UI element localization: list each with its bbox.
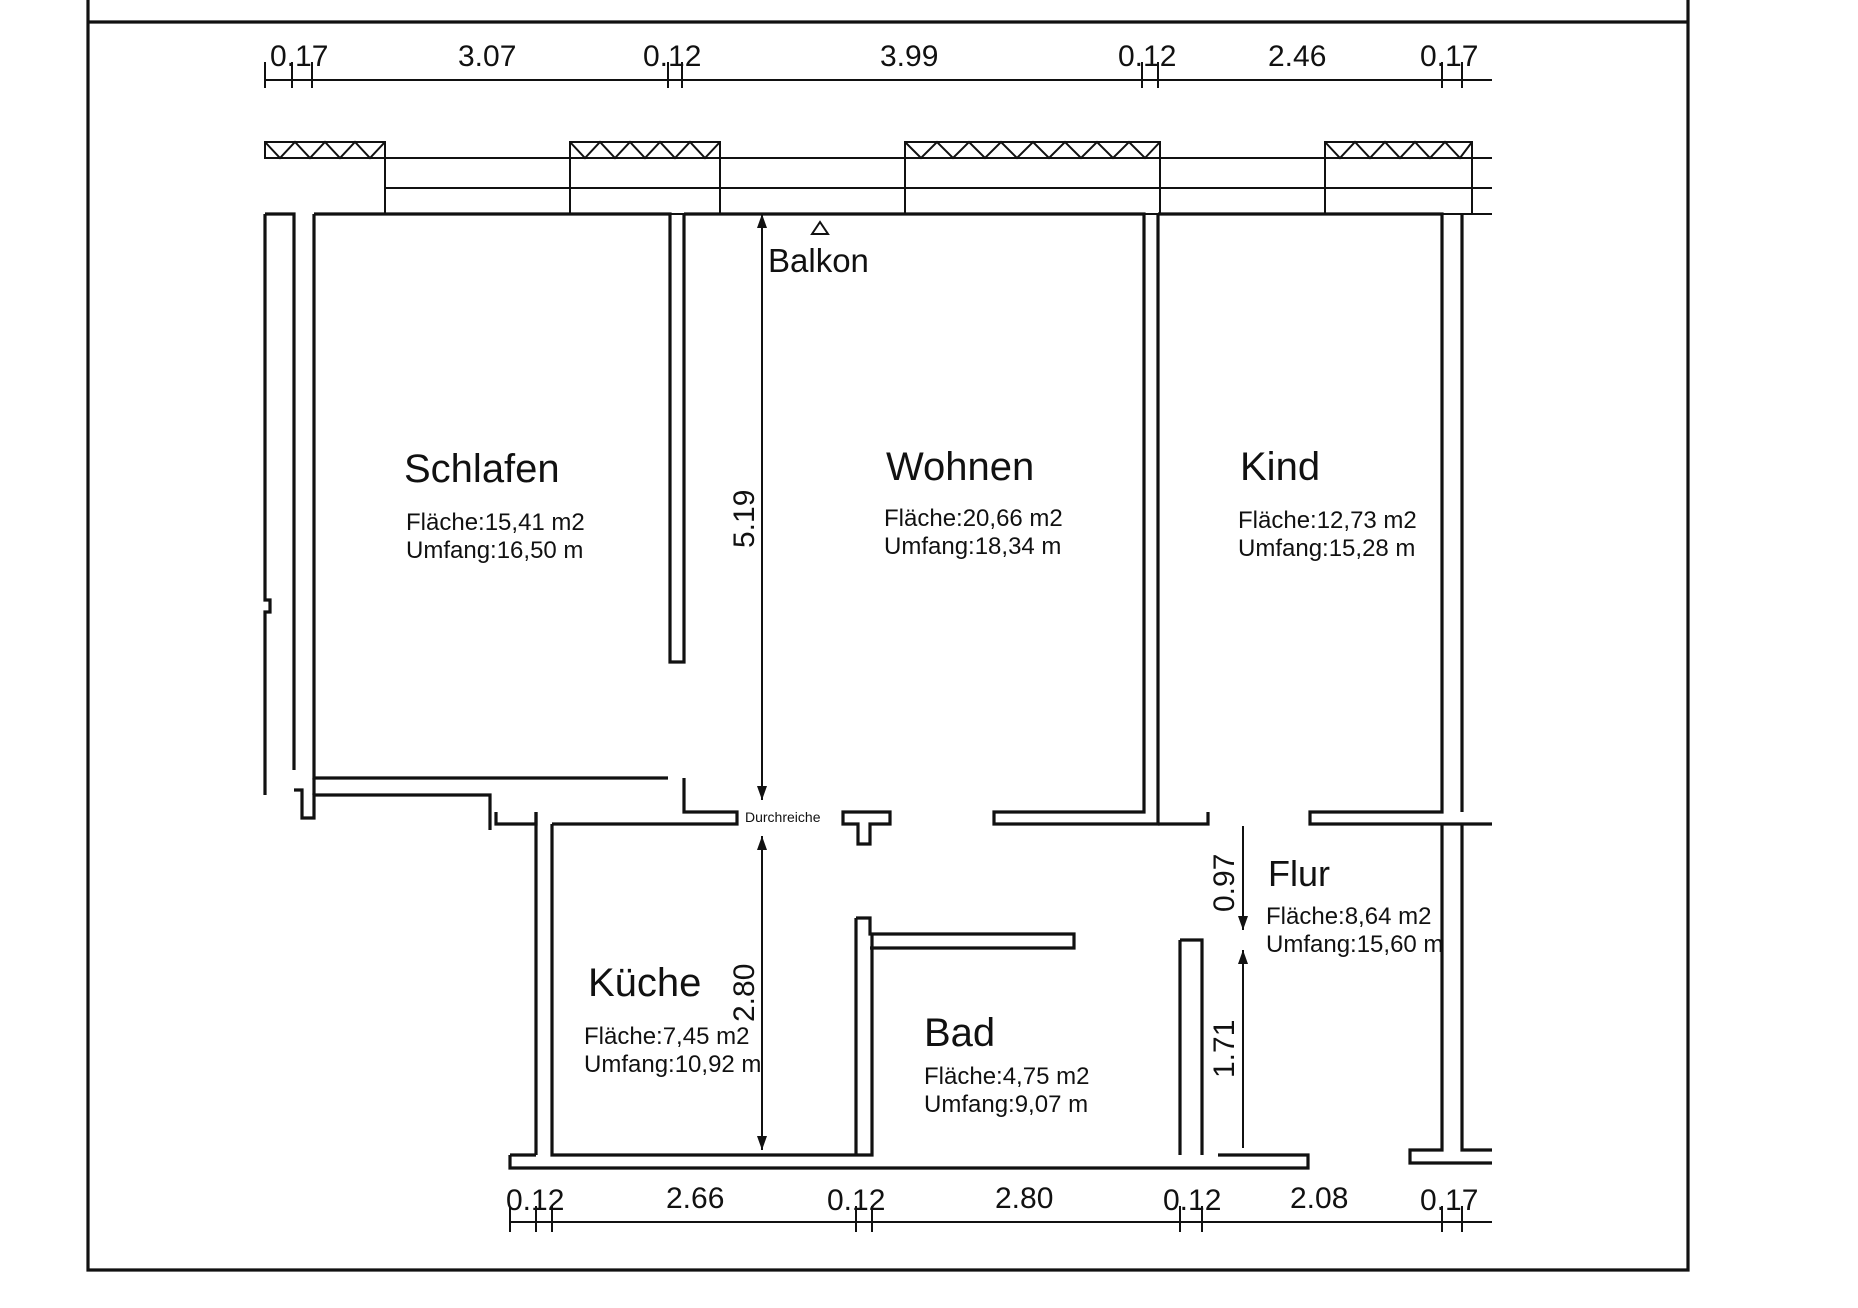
top-dim-3: 0.12 [643, 40, 701, 73]
bottom-dim-4: 2.80 [995, 1182, 1053, 1215]
room-name: Küche [588, 961, 701, 1005]
room-area: Fläche:4,75 m2 [924, 1063, 1089, 1090]
top-dim-5: 0.12 [1118, 40, 1176, 73]
room-area: Fläche:20,66 m2 [884, 505, 1063, 532]
bottom-dim-2: 2.66 [666, 1182, 724, 1215]
dim-wohnen-depth: 5.19 [728, 490, 761, 548]
top-dim-2: 3.07 [458, 40, 516, 73]
room-name: Kind [1240, 445, 1320, 489]
exterior-facade [264, 140, 1492, 215]
room-area: Fläche:7,45 m2 [584, 1023, 749, 1050]
room-perimeter: Umfang:9,07 m [924, 1091, 1088, 1118]
top-dimension-line: 0.17 3.07 0.12 3.99 0.12 2.46 0.17 [264, 40, 1492, 88]
room-name: Bad [924, 1011, 995, 1055]
walls [263, 212, 1492, 1170]
bottom-dim-3: 0.12 [827, 1184, 885, 1217]
room-schlafen: Schlafen Fläche:15,41 m2 Umfang:16,50 m [404, 447, 585, 564]
dim-kueche-depth: 2.80 [728, 964, 761, 1022]
room-kueche: Küche Fläche:7,45 m2 Umfang:10,92 m [584, 961, 761, 1078]
room-perimeter: Umfang:15,60 m [1266, 931, 1443, 958]
room-area: Fläche:12,73 m2 [1238, 507, 1417, 534]
drawing-frame [86, 0, 1690, 1272]
vertical-dimension-lines: 5.19 2.80 0.97 1.71 [728, 214, 1248, 1150]
bottom-dim-5: 0.12 [1163, 1184, 1221, 1217]
room-wohnen: Wohnen Fläche:20,66 m2 Umfang:18,34 m [884, 445, 1063, 560]
room-perimeter: Umfang:18,34 m [884, 533, 1061, 560]
bottom-dim-6: 2.08 [1290, 1182, 1348, 1215]
dim-flur-lower: 1.71 [1208, 1020, 1241, 1078]
top-dim-6: 2.46 [1268, 40, 1326, 73]
balkon-label: Balkon [768, 242, 869, 279]
room-kind: Kind Fläche:12,73 m2 Umfang:15,28 m [1238, 445, 1417, 562]
room-name: Flur [1268, 853, 1330, 894]
durchreiche-label: Durchreiche [745, 809, 821, 825]
room-perimeter: Umfang:16,50 m [406, 537, 583, 564]
room-area: Fläche:15,41 m2 [406, 509, 585, 536]
room-bad: Bad Fläche:4,75 m2 Umfang:9,07 m [924, 1011, 1089, 1118]
room-name: Wohnen [886, 445, 1034, 489]
room-area: Fläche:8,64 m2 [1266, 903, 1431, 930]
room-name: Schlafen [404, 447, 560, 491]
bottom-dim-1: 0.12 [506, 1184, 564, 1217]
room-perimeter: Umfang:15,28 m [1238, 535, 1415, 562]
room-flur: Flur Fläche:8,64 m2 Umfang:15,60 m [1266, 853, 1443, 958]
top-dim-1: 0.17 [270, 40, 328, 73]
room-perimeter: Umfang:10,92 m [584, 1051, 761, 1078]
bottom-dim-7: 0.17 [1420, 1184, 1478, 1217]
top-dim-4: 3.99 [880, 40, 938, 73]
bottom-dimension-line: 0.12 2.66 0.12 2.80 0.12 2.08 0.17 [506, 1182, 1492, 1232]
top-dim-7: 0.17 [1420, 40, 1478, 73]
balkon-marker: Balkon [768, 220, 869, 279]
dim-flur-opening: 0.97 [1208, 854, 1241, 912]
